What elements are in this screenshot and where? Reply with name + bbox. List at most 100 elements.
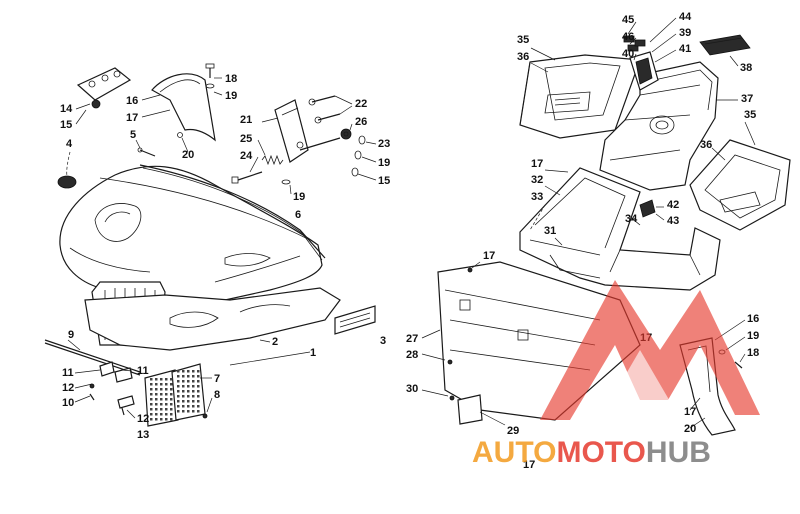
mesh-cell [177, 405, 180, 408]
callout-25: 25 [240, 133, 252, 145]
mesh-cell [150, 398, 153, 401]
callout-17: 17 [523, 459, 535, 471]
callout-17: 17 [531, 158, 543, 170]
mesh-cell [187, 390, 190, 393]
mesh-cell [160, 408, 163, 411]
hood-decal [334, 305, 376, 335]
mesh-cell [197, 390, 200, 393]
mesh-cell [192, 405, 195, 408]
mesh-cell [170, 418, 173, 421]
callout-34: 34 [625, 213, 638, 225]
mesh-cell [197, 380, 200, 383]
callout-13: 13 [137, 429, 149, 441]
mesh-cell [182, 410, 185, 413]
callout-15: 15 [60, 119, 72, 131]
mesh-cell [160, 388, 163, 391]
mesh-cell [182, 370, 185, 373]
mesh-cell [165, 398, 168, 401]
mesh-cell [150, 378, 153, 381]
mesh-cell [177, 380, 180, 383]
callout-36: 36 [517, 51, 529, 63]
mesh-cell [165, 378, 168, 381]
callout-20: 20 [684, 423, 696, 435]
callout-1: 1 [310, 347, 316, 359]
callout-24: 24 [240, 150, 253, 162]
callout-6: 6 [295, 209, 301, 221]
callout-42: 42 [667, 199, 679, 211]
mesh-cell [165, 403, 168, 406]
mesh-cell [177, 385, 180, 388]
mesh-cell [177, 375, 180, 378]
mesh-cell [182, 380, 185, 383]
mesh-cell [160, 398, 163, 401]
mesh-cell [150, 388, 153, 391]
mesh-cell [182, 405, 185, 408]
callout-3: 3 [380, 335, 386, 347]
mesh-cell [177, 410, 180, 413]
callout-7: 7 [214, 373, 220, 385]
callout-14: 14 [60, 103, 73, 115]
mesh-cell [197, 395, 200, 398]
mesh-cell [150, 418, 153, 421]
callout-20: 20 [182, 149, 194, 161]
callout-41: 41 [679, 43, 691, 55]
hood-bracket [75, 67, 132, 125]
mesh-cell [150, 383, 153, 386]
mesh-cell [150, 403, 153, 406]
mesh-cell [177, 390, 180, 393]
hood-pin [135, 139, 156, 157]
mesh-cell [197, 375, 200, 378]
mesh-cell [177, 370, 180, 373]
callout-12: 12 [62, 382, 74, 394]
mesh-cell [160, 413, 163, 416]
callout-16: 16 [747, 313, 759, 325]
mesh-cell [182, 390, 185, 393]
mesh-cell [187, 385, 190, 388]
mesh-cell [192, 385, 195, 388]
floor-pan [519, 167, 721, 291]
mesh-cell [170, 408, 173, 411]
callout-11: 11 [137, 365, 149, 377]
callout-33: 33 [531, 191, 543, 203]
callout-32: 32 [531, 174, 543, 186]
callout-35: 35 [517, 34, 529, 46]
mesh-cell [187, 370, 190, 373]
callout-28: 28 [406, 349, 418, 361]
seat-base-right [689, 121, 791, 231]
mesh-cell [187, 410, 190, 413]
mesh-cell [150, 408, 153, 411]
mesh-cell [192, 380, 195, 383]
mesh-cell [197, 370, 200, 373]
mesh-cell [197, 405, 200, 408]
mesh-cell [155, 413, 158, 416]
callout-36: 36 [700, 139, 712, 151]
callout-43: 43 [667, 215, 679, 227]
watermark-triangle-icon [540, 280, 760, 420]
callout-38: 38 [740, 62, 752, 74]
callout-19: 19 [378, 157, 390, 169]
mesh-cell [155, 393, 158, 396]
mesh-cell [155, 408, 158, 411]
callout-26: 26 [355, 116, 367, 128]
watermark-logo: AUTOMOTOHUB [472, 280, 760, 469]
callout-46: 46 [622, 31, 634, 43]
seat-base-left [519, 47, 641, 139]
mesh-cell [155, 418, 158, 421]
callout-8: 8 [214, 389, 220, 401]
callout-16: 16 [126, 95, 138, 107]
mesh-cell [165, 393, 168, 396]
mesh-cell [155, 383, 158, 386]
mesh-cell [160, 383, 163, 386]
callout-19: 19 [293, 191, 305, 203]
mesh-cell [155, 388, 158, 391]
callout-22: 22 [355, 98, 367, 110]
callout-15: 15 [378, 175, 390, 187]
screw-18-top [205, 63, 223, 96]
mesh-cell [192, 400, 195, 403]
mesh-cell [177, 395, 180, 398]
callout-12: 12 [137, 413, 149, 425]
mesh-cell [165, 408, 168, 411]
callout-4: 4 [66, 138, 73, 150]
hood-emblem [57, 175, 77, 189]
